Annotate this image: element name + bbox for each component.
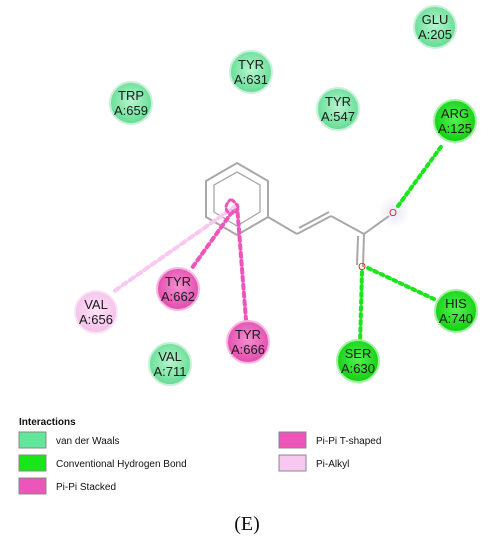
residue-tyr662: TYR A:662 [156,267,200,311]
legend-title: Interactions [19,417,76,428]
halo-o1 [378,196,410,228]
residue-name: VAL [158,349,182,364]
legend-swatch-vdw [18,431,47,449]
residue-arg125: ARG A:125 [433,99,477,143]
legend: Interactions van der Waals Conventional … [18,417,381,495]
residue-name: ARG [441,106,469,121]
panel-label: (E) [234,513,260,535]
residue-chain: A:659 [114,103,148,118]
residue-his740: HIS A:740 [434,289,478,333]
residue-chain: A:666 [231,342,265,357]
bond-c3-o2 [362,233,365,268]
bond-c3-o1 [363,215,390,235]
legend-swatch-pipi-tshaped [278,431,307,449]
legend-label-pipi-tshaped: Pi-Pi T-shaped [316,436,381,447]
legend-label-hbond: Conventional Hydrogen Bond [56,459,187,470]
residue-tyr631: TYR A:631 [229,50,273,94]
residue-name: TYR [165,274,191,289]
oxygen-atom-o2: O [358,262,366,273]
residue-name: TYR [325,94,351,109]
residue-name: TYR [235,327,261,342]
bond-c2-c3 [330,215,365,235]
pipi-tshaped-line-tyr666 [235,203,248,322]
residue-name: SER [345,346,372,361]
residue-chain: A:205 [418,27,452,42]
residue-chain: A:740 [439,311,473,326]
residue-chain: A:662 [161,289,195,304]
residue-tyr666: TYR A:666 [226,320,270,364]
ligand [205,161,390,268]
residue-chain: A:125 [438,121,472,136]
residue-name: GLU [422,12,449,27]
residue-name: TYR [238,57,264,72]
pialkyl-line-val656 [111,203,239,294]
bond-double-c1-c2 [296,215,332,235]
residue-name: HIS [445,296,467,311]
pi-ring-centroid-marker [224,198,240,216]
residue-chain: A:711 [153,364,186,379]
hbond-line-o1-arg125 [396,142,445,208]
legend-swatch-pialkyl [278,454,307,472]
residue-chain: A:547 [321,109,355,124]
residue-val656: VAL A:656 [74,290,118,334]
residue-chain: A:656 [79,312,113,327]
residue-name: TRP [118,88,144,103]
legend-label-pipi-stacked: Pi-Pi Stacked [56,482,116,493]
residue-val711: VAL A:711 [148,342,192,386]
oxygen-atom-o1: O [389,208,397,219]
legend-swatch-pipi-stacked [18,477,47,495]
residue-name: VAL [84,297,108,312]
legend-label-pialkyl: Pi-Alkyl [316,459,349,470]
residue-glu205: GLU A:205 [413,5,457,49]
residue-chain: A:631 [234,72,268,87]
bond-ring-c1 [267,216,298,235]
legend-label-vdw: van der Waals [56,436,120,447]
residue-tyr547: TYR A:547 [316,87,360,131]
hbond-line-o2-ser630 [358,270,364,347]
residue-ser630: SER A:630 [336,339,380,383]
interaction-lines [111,142,445,347]
hbond-line-o2-his740 [366,266,438,302]
legend-swatch-hbond [18,454,47,472]
benzene-ring [205,161,269,237]
bond-double-c1-c2-inner [298,211,330,229]
bond-c3-o2-double [356,235,359,266]
residue-trp659: TRP A:659 [109,81,153,125]
residue-chain: A:630 [341,361,375,376]
